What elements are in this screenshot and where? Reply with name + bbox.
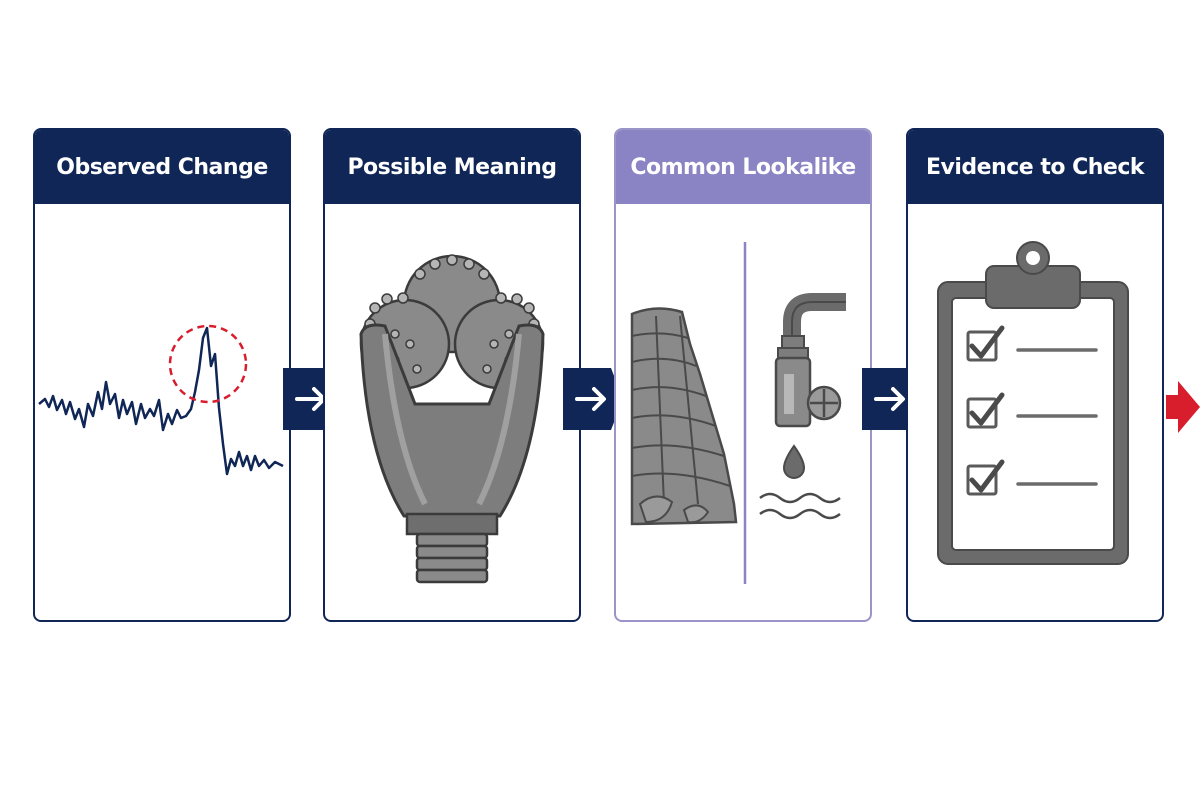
checklist-clipboard-icon: [908, 204, 1162, 620]
panel-title: Evidence to Check: [908, 130, 1162, 204]
panel-common-lookalike: Common Lookalike: [614, 128, 872, 622]
signal-spike-chart-icon: [35, 204, 289, 620]
panel-title: Observed Change: [35, 130, 289, 204]
continue-arrow-icon: [1166, 381, 1200, 433]
drill-bit-icon: [325, 204, 579, 620]
panel-title: Common Lookalike: [616, 130, 870, 204]
panel-observed-change: Observed Change: [33, 128, 291, 622]
panel-possible-meaning: Possible Meaning: [323, 128, 581, 622]
rock-and-valve-icon: [616, 204, 870, 620]
panel-title: Possible Meaning: [325, 130, 579, 204]
panel-evidence-to-check: Evidence to Check: [906, 128, 1164, 622]
flow-arrow-icon: [563, 368, 623, 430]
